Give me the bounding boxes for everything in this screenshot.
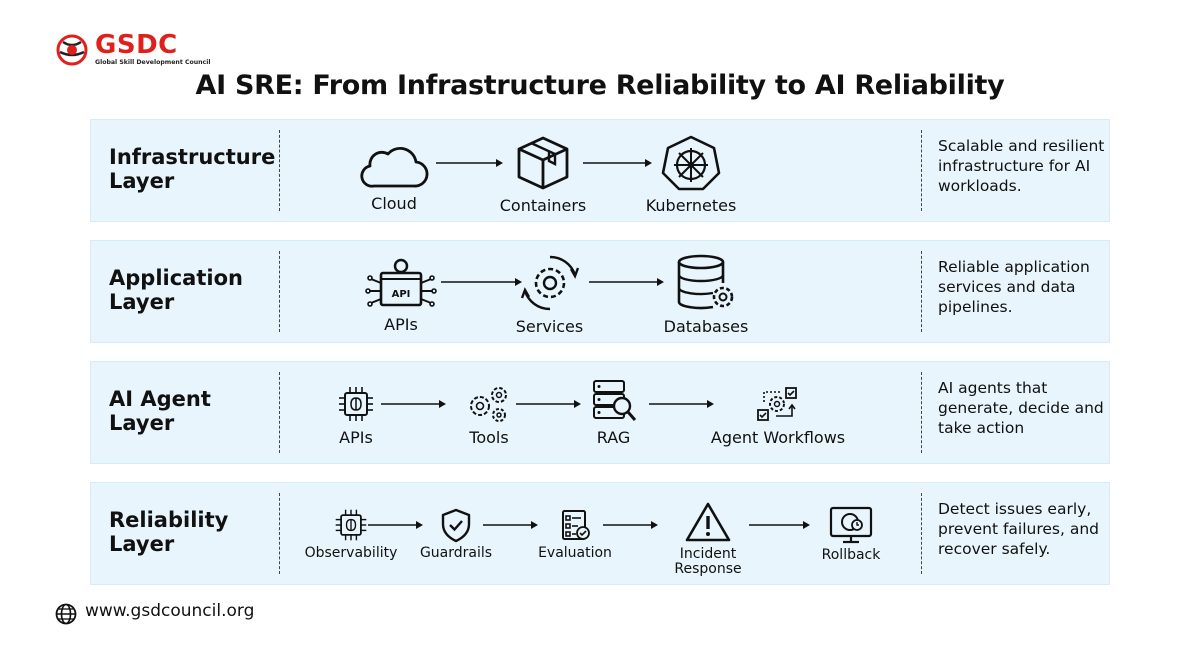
divider <box>279 130 280 211</box>
observability-item: Observability <box>296 507 406 561</box>
arrow-icon <box>441 278 522 286</box>
checklist-icon <box>562 510 590 540</box>
item-label: Incident Response <box>674 546 742 577</box>
database-gear-icon <box>677 254 734 310</box>
ai-chip-icon <box>335 509 367 541</box>
warning-icon <box>685 502 731 542</box>
reliability-layer-panel: Reliability Layer Observability Guardrai… <box>90 482 1110 585</box>
item-label: Agent Workflows <box>710 428 846 447</box>
item-label: Cloud <box>371 194 417 213</box>
rollback-item: Rollback <box>811 505 891 563</box>
item-label: Rollback <box>821 547 881 563</box>
item-label: Databases <box>663 317 749 336</box>
evaluation-item: Evaluation <box>532 507 618 561</box>
cloud-icon <box>360 146 429 188</box>
layer-description: AI agents that generate, decide and take… <box>938 379 1104 437</box>
page-title: AI SRE: From Infrastructure Reliability … <box>195 70 1005 101</box>
layer-name: Infrastructure Layer <box>109 145 276 193</box>
layer-name: Reliability Layer <box>109 508 229 556</box>
arrow-icon <box>583 159 652 167</box>
arrow-icon <box>603 521 658 529</box>
agent-workflow-icon <box>757 387 797 421</box>
agent-workflows-item: Agent Workflows <box>703 384 853 447</box>
tools-gears-icon <box>470 387 507 422</box>
divider <box>921 493 922 574</box>
containers-item: Containers <box>488 134 598 215</box>
item-label: Containers <box>499 196 587 215</box>
svg-text:API: API <box>392 289 411 300</box>
arrow-icon <box>436 159 503 167</box>
item-label: Services <box>515 317 584 336</box>
api-icon: API <box>365 258 437 307</box>
divider <box>279 251 280 332</box>
monitor-rollback-icon <box>829 506 873 544</box>
container-box-icon <box>517 136 569 190</box>
globe-icon <box>55 603 77 625</box>
layer-name: Application Layer <box>109 266 243 314</box>
arrow-icon <box>589 278 664 286</box>
divider <box>279 493 280 574</box>
layer-name: AI Agent Layer <box>109 387 211 435</box>
arrow-icon <box>649 400 714 408</box>
item-label: Guardrails <box>419 545 493 561</box>
services-gear-icon <box>520 255 579 311</box>
tools-item: Tools <box>459 384 519 447</box>
shield-check-icon <box>441 508 471 543</box>
item-label: Evaluation <box>538 545 612 561</box>
item-label: Observability <box>304 545 398 561</box>
cloud-item: Cloud <box>354 140 434 213</box>
arrow-icon <box>516 400 581 408</box>
rag-search-icon <box>592 380 636 421</box>
guardrails-item: Guardrails <box>417 507 495 561</box>
divider <box>921 130 922 211</box>
layer-description: Detect issues early, prevent failures, a… <box>938 500 1099 558</box>
arrow-icon <box>483 521 538 529</box>
incident-response-item: Incident Response <box>663 500 753 577</box>
gsdc-logo: GSDC Global Skill Development Council <box>55 30 210 72</box>
globe-logo-icon <box>56 34 88 66</box>
layer-description: Scalable and resilient infrastructure fo… <box>938 137 1105 195</box>
arrow-icon <box>381 400 446 408</box>
layer-description: Reliable application services and data p… <box>938 258 1090 316</box>
item-label: APIs <box>339 428 373 447</box>
apis-item: APIs <box>326 384 386 447</box>
divider <box>921 372 922 453</box>
logo-text: GSDC <box>95 30 178 60</box>
divider <box>921 251 922 332</box>
ai-chip-icon <box>339 387 373 421</box>
ai-agent-layer-panel: AI Agent Layer APIs Tools <box>90 361 1110 464</box>
website-link[interactable]: www.gsdcouncil.org <box>85 601 255 621</box>
logo-subtitle: Global Skill Development Council <box>95 59 211 66</box>
arrow-icon <box>749 521 810 529</box>
databases-item: Databases <box>646 253 766 336</box>
apis-item: API APIs <box>361 257 441 334</box>
item-label: RAG <box>596 428 631 447</box>
rag-item: RAG <box>586 378 641 447</box>
item-label: Kubernetes <box>645 196 737 215</box>
kubernetes-icon <box>661 135 721 191</box>
item-label: APIs <box>384 315 418 334</box>
item-label: Tools <box>469 428 509 447</box>
kubernetes-item: Kubernetes <box>636 134 746 215</box>
services-item: Services <box>502 253 597 336</box>
application-layer-panel: Application Layer API APIs Services <box>90 240 1110 343</box>
divider <box>279 372 280 453</box>
infrastructure-layer-panel: Infrastructure Layer Cloud Containers Ku… <box>90 119 1110 222</box>
arrow-icon <box>368 521 423 529</box>
